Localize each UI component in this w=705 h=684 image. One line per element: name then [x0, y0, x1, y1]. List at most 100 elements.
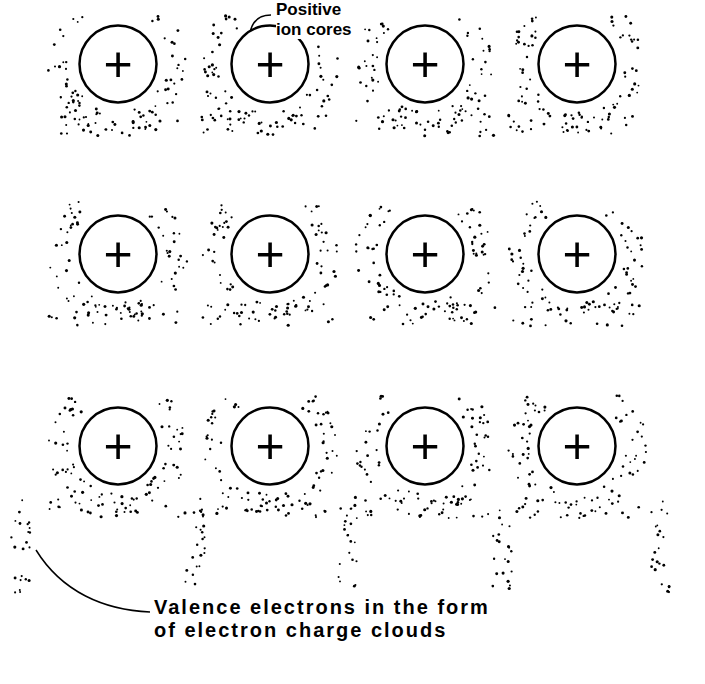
electron-dot: [116, 508, 118, 510]
electron-dot: [319, 75, 322, 78]
electron-dot: [78, 102, 80, 104]
electron-dot: [145, 127, 147, 129]
electron-dot: [359, 461, 361, 463]
electron-dot: [69, 226, 72, 229]
electron-dot: [225, 211, 227, 213]
electron-dot: [616, 308, 618, 310]
electron-dot: [422, 303, 425, 306]
electron-dot: [463, 304, 465, 306]
electron-dot: [275, 505, 277, 507]
electron-dot: [382, 413, 385, 416]
electron-dot: [111, 129, 113, 131]
electron-dot: [225, 220, 228, 223]
electron-dot: [230, 96, 233, 99]
ion-core: +: [537, 406, 617, 486]
electron-dot: [424, 128, 426, 130]
electron-dot: [572, 117, 575, 120]
electron-dot: [231, 286, 234, 289]
electron-dot: [141, 315, 143, 317]
electron-dot: [618, 302, 620, 304]
electron-dot: [152, 477, 155, 480]
electron-dot: [167, 88, 170, 91]
electron-dot: [570, 114, 572, 116]
electron-dot: [81, 491, 84, 494]
electron-dot: [621, 511, 624, 514]
electron-dot: [412, 323, 414, 325]
electron-dot: [321, 231, 323, 233]
electron-dot: [461, 485, 463, 487]
electron-dot: [173, 42, 176, 45]
electron-dot: [549, 486, 552, 489]
electron-dot: [72, 414, 75, 417]
electron-dot: [72, 464, 74, 466]
electron-dot: [453, 118, 455, 120]
charge-sign: +: [537, 214, 617, 294]
electron-dot: [261, 122, 263, 124]
electron-dot: [650, 511, 652, 513]
electron-dot: [48, 315, 51, 318]
electron-dot: [330, 425, 333, 428]
electron-dot: [66, 450, 68, 452]
electron-dot: [213, 119, 216, 122]
electron-dot: [521, 322, 524, 325]
electron-dot: [365, 510, 367, 512]
electron-dot: [531, 17, 534, 20]
electron-dot: [202, 516, 204, 518]
electron-dot: [73, 316, 76, 319]
electron-dot: [248, 317, 250, 319]
electron-dot: [325, 115, 328, 118]
electron-dot: [483, 254, 485, 256]
electron-dot: [306, 308, 308, 310]
electron-dot: [438, 305, 440, 307]
electron-dot: [214, 261, 216, 263]
electron-dot: [538, 411, 541, 414]
electron-dot: [174, 321, 177, 324]
electron-dot: [314, 292, 316, 294]
electron-dot: [77, 21, 79, 23]
electron-dot: [522, 263, 524, 265]
electron-dot: [473, 484, 476, 487]
electron-dot: [157, 18, 160, 21]
electron-dot: [471, 243, 473, 245]
electron-dot: [492, 134, 495, 137]
electron-dot: [85, 116, 87, 118]
electron-dot: [317, 115, 320, 118]
electron-dot: [526, 457, 529, 460]
electron-dot: [325, 231, 328, 234]
electron-dot: [258, 320, 260, 322]
electron-dot: [369, 214, 372, 217]
electron-dot: [578, 113, 580, 115]
electron-dot: [600, 127, 602, 129]
electron-dot: [115, 308, 118, 311]
electron-dot: [419, 516, 421, 518]
electron-dot: [510, 570, 512, 572]
electron-dot: [364, 441, 367, 444]
electron-dot: [662, 501, 664, 503]
electron-dot: [656, 524, 658, 526]
electron-dot: [393, 290, 396, 293]
electron-dot: [448, 517, 450, 519]
electron-dot: [635, 69, 638, 72]
electron-dot: [169, 78, 172, 81]
electron-dot: [257, 510, 260, 513]
electron-dot: [376, 41, 378, 43]
electron-dot: [433, 499, 435, 501]
electron-dot: [210, 114, 212, 116]
electron-dot: [124, 511, 126, 513]
electron-dot: [182, 267, 184, 269]
electron-dot: [461, 497, 464, 500]
electron-dot: [470, 463, 473, 466]
electron-dot: [531, 302, 533, 304]
electron-dot: [349, 540, 352, 543]
electron-dot: [623, 268, 626, 271]
electron-dot: [658, 530, 661, 533]
electron-dot: [215, 97, 217, 99]
electron-dot: [630, 250, 632, 252]
electron-dot: [316, 262, 319, 265]
electron-dot: [531, 203, 533, 205]
electron-dot: [308, 502, 311, 505]
electron-dot: [470, 425, 473, 428]
electron-dot: [530, 318, 533, 321]
electron-dot: [471, 417, 474, 420]
